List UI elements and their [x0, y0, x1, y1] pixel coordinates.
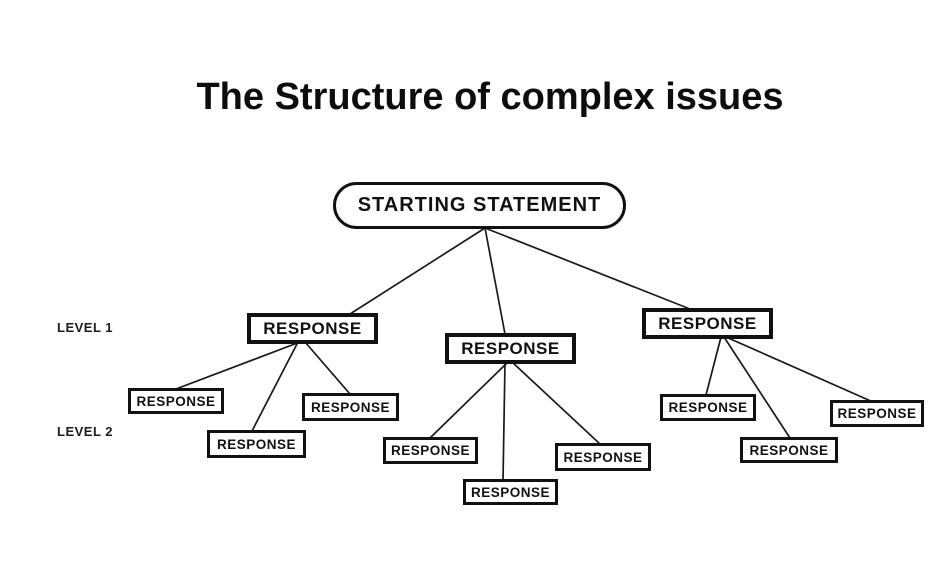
level2-response-node: RESPONSE: [555, 443, 651, 471]
response-label: RESPONSE: [749, 442, 829, 458]
level2-response-node: RESPONSE: [463, 479, 558, 505]
response-label: RESPONSE: [216, 436, 297, 452]
level2-response-node: RESPONSE: [128, 388, 224, 414]
level2-response-node: RESPONSE: [740, 437, 838, 463]
response-label: RESPONSE: [563, 449, 643, 465]
response-label: RESPONSE: [658, 313, 757, 333]
starting-statement-node: STARTING STATEMENT: [333, 182, 626, 229]
level-2-label: LEVEL 2: [57, 424, 114, 439]
level2-response-node: RESPONSE: [302, 393, 399, 421]
level1-response-node-right: RESPONSE: [642, 308, 773, 339]
level2-response-node: RESPONSE: [830, 400, 924, 427]
response-label: RESPONSE: [461, 338, 560, 358]
level1-response-node-middle: RESPONSE: [445, 333, 576, 364]
response-label: RESPONSE: [390, 443, 471, 458]
level-1-label: LEVEL 1: [57, 320, 114, 335]
page-title: The Structure of complex issues: [196, 76, 784, 118]
response-label: RESPONSE: [470, 484, 551, 500]
response-label: RESPONSE: [136, 393, 216, 409]
response-label: RESPONSE: [668, 400, 748, 415]
response-label: RESPONSE: [263, 318, 362, 338]
level2-response-node: RESPONSE: [207, 430, 306, 458]
level2-response-node: RESPONSE: [660, 394, 756, 421]
starting-statement-label: STARTING STATEMENT: [357, 194, 602, 216]
response-label: RESPONSE: [837, 406, 917, 421]
level2-response-node: RESPONSE: [383, 437, 478, 464]
response-label: RESPONSE: [310, 399, 391, 415]
level1-response-node-left: RESPONSE: [247, 313, 378, 344]
